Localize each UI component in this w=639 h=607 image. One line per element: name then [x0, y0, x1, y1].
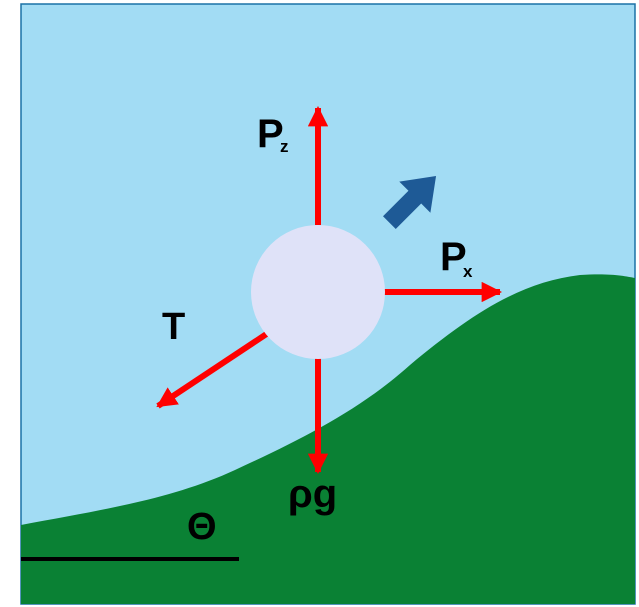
pz-label: P [257, 112, 284, 156]
rho-g-label: ρg [288, 472, 337, 516]
px-label: P [440, 235, 467, 279]
theta-label: Θ [187, 506, 217, 548]
px-subscript: x [463, 262, 473, 281]
particle [251, 225, 385, 359]
tension-force-arrow [156, 330, 270, 409]
pz-subscript: z [280, 137, 289, 156]
hill-ground [21, 274, 635, 604]
motion-direction-arrow-icon [383, 175, 437, 229]
tension-label: T [162, 306, 185, 348]
